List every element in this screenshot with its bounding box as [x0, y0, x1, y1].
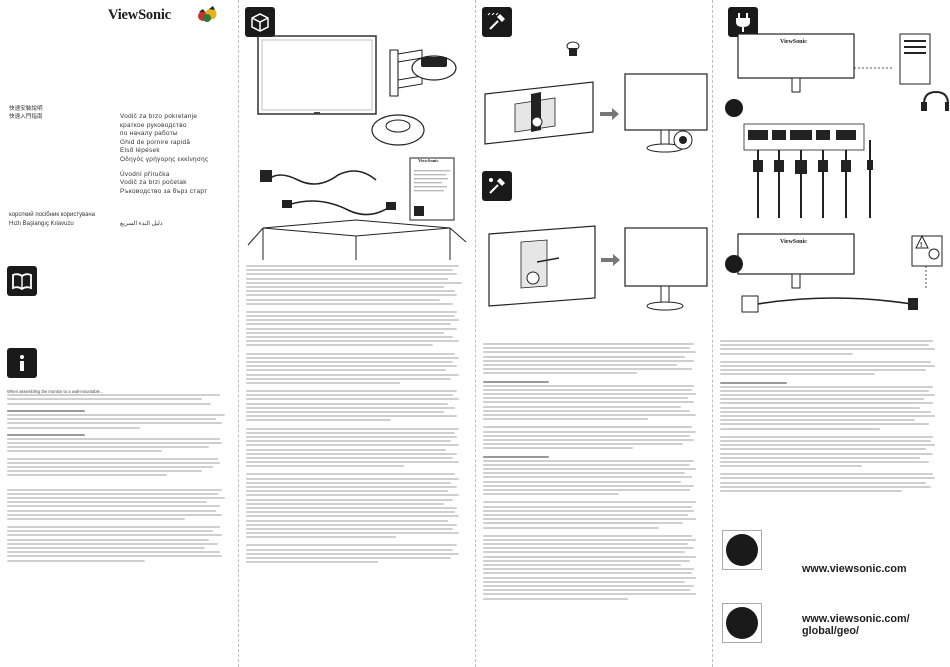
- qr-code-global[interactable]: [722, 603, 762, 643]
- title-cjk-1: 快速安裝說明: [9, 106, 43, 112]
- globe-box-icon: [726, 607, 758, 639]
- language-title: Vodič za brzo pokretanje: [120, 113, 198, 120]
- stand-install-illustration-2: [488, 225, 708, 311]
- box-icon: [245, 7, 275, 37]
- connection-diagram: ViewSonic: [725, 33, 949, 218]
- box-contents-illustration: [247, 35, 467, 260]
- panel-cover: ViewSonic 快速安裝說明 快速入門指南 Vodič za brzo po…: [0, 0, 238, 667]
- languages-group-1: Vodič za brzo pokretanje краткое руковод…: [120, 113, 208, 196]
- language-title: Ghid de pornire rapidă: [120, 138, 191, 146]
- language-title: Vodič za brzi početak: [120, 179, 187, 187]
- screwdriver-icon: [482, 7, 512, 37]
- wrench-icon: [482, 171, 512, 201]
- language-title: Első lépések: [120, 147, 160, 155]
- panel-box-contents: ViewSonic: [238, 0, 475, 667]
- panel-installation: [475, 0, 712, 667]
- support-icon: [726, 534, 758, 566]
- language-title: краткое руководство: [120, 121, 187, 129]
- language-title: Ръководство за бърз старт: [120, 187, 208, 195]
- svg-text:!: !: [920, 242, 922, 249]
- language-title: Úvodní příručka: [120, 170, 170, 178]
- qr-code-support[interactable]: [722, 530, 762, 570]
- url-main[interactable]: www.viewsonic.com: [802, 563, 907, 575]
- fold-line: [712, 0, 713, 667]
- language-title: Hızlı Başlangıç Kılavuzu: [9, 221, 74, 227]
- svg-text:ViewSonic: ViewSonic: [780, 239, 807, 245]
- language-title: Οδηγός γρήγορης εκκίνησης: [120, 155, 209, 163]
- url-global[interactable]: www.viewsonic.com/ global/geo/: [802, 613, 910, 637]
- language-title-arabic: دليل البدء السريع: [120, 221, 163, 227]
- stand-install-illustration-1: [484, 41, 708, 153]
- safety-intro: When assembling the monitor to a wall-mo…: [7, 389, 104, 394]
- language-title: короткий посібник користувача: [9, 212, 95, 218]
- plug-icon: [728, 7, 758, 37]
- panel-connection: ViewSonic: [712, 0, 950, 667]
- title-cjk-2: 快速入門指南: [9, 114, 43, 120]
- language-title: по началу работы: [120, 130, 178, 138]
- info-icon: [7, 348, 37, 378]
- url-global-line2: global/geo/: [802, 625, 859, 637]
- safety-text-block: When assembling the monitor to a wall-mo…: [7, 389, 229, 564]
- card-brand: ViewSonic: [418, 158, 439, 163]
- instructions-text-b: [483, 343, 703, 602]
- book-icon: [7, 266, 37, 296]
- fold-line: [238, 0, 239, 667]
- viewsonic-birds-logo: [198, 6, 217, 22]
- viewsonic-logo: ViewSonic: [108, 7, 171, 23]
- connection-text: [720, 340, 942, 494]
- url-global-line1: www.viewsonic.com/: [802, 613, 910, 625]
- fold-line: [475, 0, 476, 667]
- svg-text:ViewSonic: ViewSonic: [780, 39, 807, 45]
- instructions-text-a: [246, 265, 466, 565]
- power-connection-diagram: ViewSonic !: [725, 233, 943, 313]
